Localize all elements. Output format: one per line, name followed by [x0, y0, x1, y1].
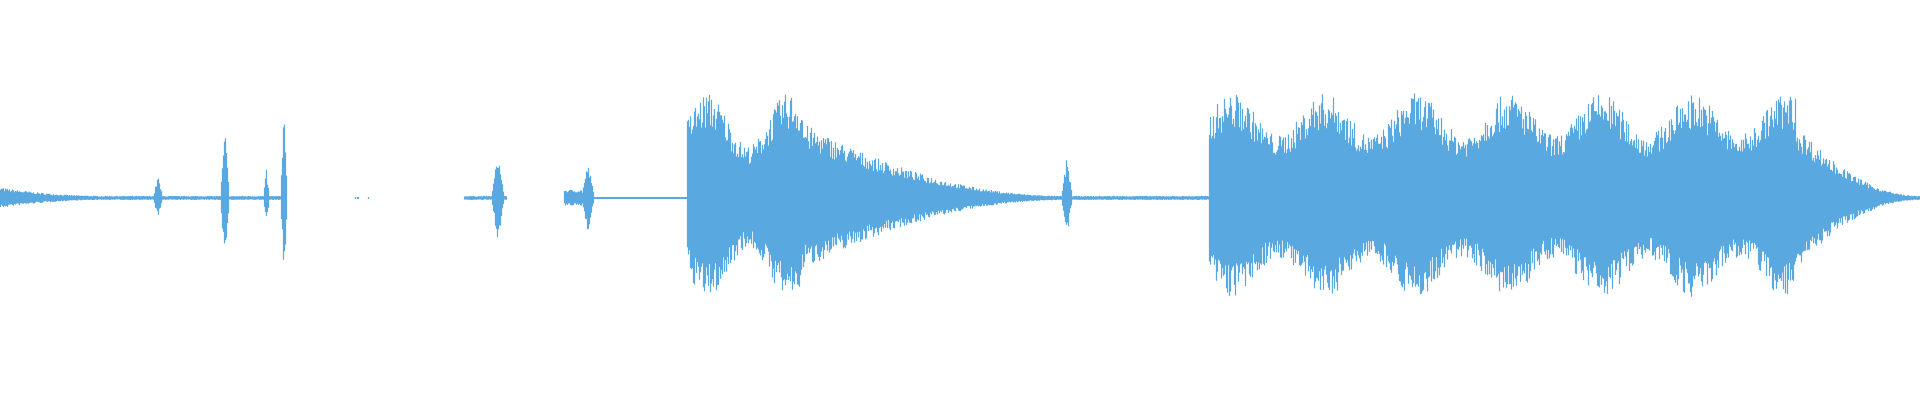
waveform-bars	[0, 93, 1920, 297]
